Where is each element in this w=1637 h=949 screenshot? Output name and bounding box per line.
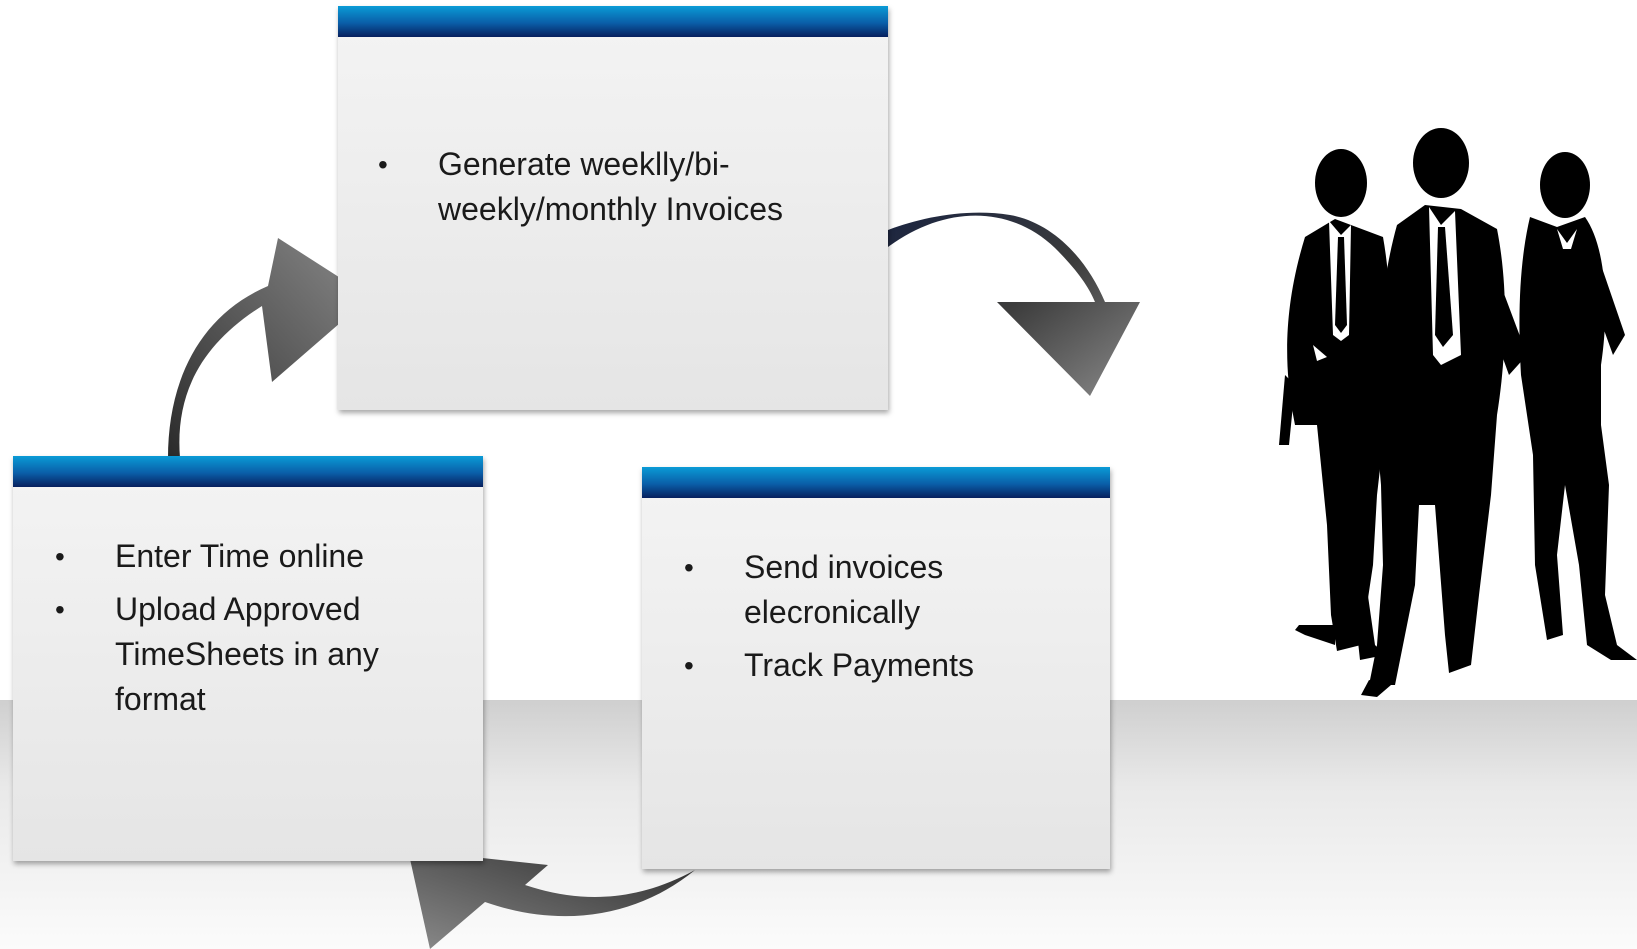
list-item-text: Generate weeklly/bi-weekly/monthly Invoi… bbox=[438, 146, 784, 227]
bullet-icon: • bbox=[378, 149, 388, 180]
box-header-bar bbox=[642, 467, 1110, 498]
list-item-text: Send invoices elecronically bbox=[744, 549, 944, 630]
curved-arrow-icon bbox=[888, 212, 1140, 396]
curved-arrow-icon bbox=[168, 238, 370, 458]
business-people-silhouette-icon bbox=[1279, 128, 1637, 697]
list-item-text: Enter Time online bbox=[115, 538, 365, 574]
list-item-text: Upload Approved TimeSheets in any format bbox=[115, 591, 379, 717]
box-header-bar bbox=[13, 456, 483, 487]
bullet-icon: • bbox=[55, 541, 65, 572]
list-item: • Enter Time online bbox=[55, 534, 455, 579]
list-item: • Send invoices elecronically bbox=[684, 545, 1084, 635]
send-invoices-box: • Send invoices elecronically • Track Pa… bbox=[642, 467, 1110, 869]
curved-arrow-icon bbox=[408, 850, 695, 949]
generate-invoices-box: • Generate weeklly/bi-weekly/monthly Inv… bbox=[338, 6, 888, 410]
bullet-icon: • bbox=[55, 594, 65, 625]
bullet-icon: • bbox=[684, 552, 694, 583]
list-item: • Upload Approved TimeSheets in any form… bbox=[55, 587, 455, 722]
list-item: • Generate weeklly/bi-weekly/monthly Inv… bbox=[378, 142, 848, 232]
box-header-bar bbox=[338, 6, 888, 37]
enter-time-box: • Enter Time online • Upload Approved Ti… bbox=[13, 456, 483, 861]
list-item: • Track Payments bbox=[684, 643, 1084, 688]
bullet-icon: • bbox=[684, 650, 694, 681]
list-item-text: Track Payments bbox=[744, 647, 974, 683]
